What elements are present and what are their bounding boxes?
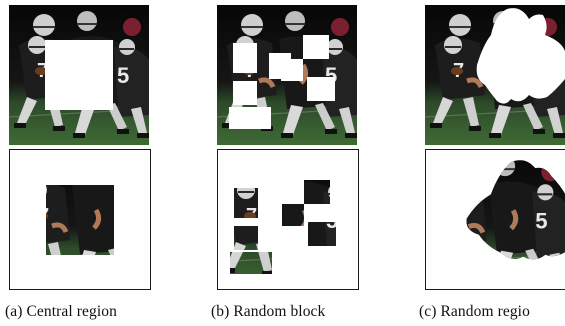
football-photo [425, 5, 565, 145]
random-block-mask [229, 107, 271, 129]
random-region-mask [476, 8, 565, 104]
central-mask [45, 40, 113, 110]
central-region-crop [46, 185, 114, 255]
panel-b-masked-image [217, 5, 357, 145]
random-block-crop [308, 222, 336, 246]
random-block-mask [281, 59, 303, 81]
random-block-crop [234, 226, 258, 250]
caption-a: (a) Central region [5, 303, 117, 320]
caption-b: (b) Random block [211, 303, 326, 320]
random-block-mask [303, 35, 329, 59]
panel-a-result-frame [9, 149, 151, 290]
panel-b-result-frame [217, 149, 359, 290]
random-block-mask [233, 81, 257, 105]
random-block-crop [282, 204, 304, 226]
panel-c-masked-image [425, 5, 565, 145]
random-block-crop [230, 252, 272, 274]
random-block-mask [233, 43, 257, 73]
random-region-crop [426, 150, 565, 290]
random-block-crop [234, 188, 258, 218]
random-block-crop [304, 180, 330, 204]
random-block-mask [307, 77, 335, 101]
panel-c-result-frame [425, 149, 565, 290]
caption-c: (c) Random regio [419, 303, 530, 320]
panel-a-masked-image [9, 5, 149, 145]
